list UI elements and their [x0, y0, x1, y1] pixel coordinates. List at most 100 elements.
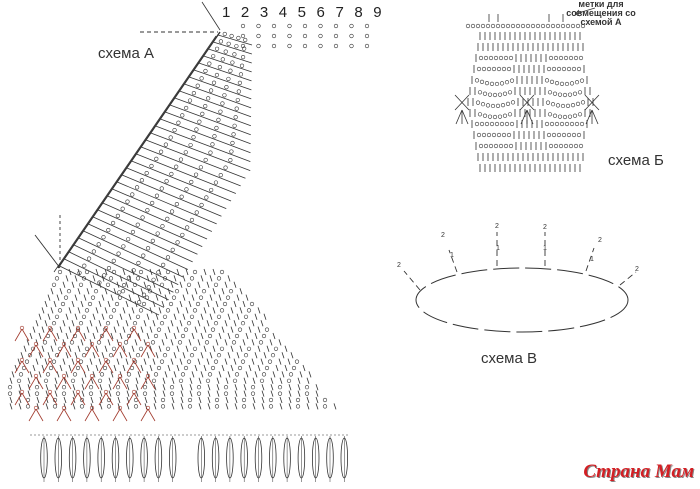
chain-stitch: [189, 276, 195, 281]
chain-stitch: [477, 112, 483, 117]
stitch-line: [146, 313, 150, 320]
chain-stitch: [207, 372, 213, 377]
chain-stitch: [548, 55, 554, 61]
stitch-line: [287, 358, 291, 365]
shell-motif: [91, 376, 100, 390]
stitch-line: [194, 288, 198, 295]
stitch-line: [92, 352, 96, 359]
chain-stitch: [505, 101, 511, 107]
stitch-line: [41, 345, 45, 352]
chain-stitch: [214, 46, 220, 51]
chain-stitch: [124, 378, 130, 383]
chain-stitch: [183, 327, 189, 332]
shell-motif: [42, 392, 51, 406]
stitch-line: [194, 326, 198, 333]
chain-stitch: [93, 289, 99, 294]
stitch-line: [180, 403, 184, 410]
stitch-line: [218, 371, 222, 378]
chain-stitch: [90, 295, 96, 300]
spoke-stitch: [585, 247, 595, 272]
chain-stitch: [574, 80, 580, 85]
stitch-line: [284, 364, 288, 372]
stitch-line: [140, 364, 144, 372]
shell-motif: [133, 328, 142, 342]
stitch-line: [41, 364, 45, 372]
chain-stitch: [216, 314, 222, 319]
stitch-line: [198, 396, 202, 404]
stitch-line: [185, 268, 189, 276]
chain-stitch: [502, 91, 508, 96]
chain-stitch: [97, 280, 102, 285]
stitch-line: [104, 268, 108, 276]
stitch-line: [9, 377, 13, 384]
chain-stitch: [106, 404, 112, 409]
chain-stitch: [99, 372, 105, 377]
chain-stitch: [87, 301, 93, 307]
chain-stitch: [502, 113, 508, 118]
chain-stitch: [544, 121, 550, 127]
chain-stitch: [218, 172, 223, 178]
stitch-line: [116, 339, 120, 346]
spoke-outer-label: 2: [495, 223, 499, 230]
stitch-line: [243, 377, 247, 384]
chain-stitch: [213, 282, 219, 287]
chain-stitch: [525, 23, 531, 29]
stitch-line: [128, 294, 132, 301]
stitch-line: [260, 320, 264, 327]
stitch-line: [74, 313, 78, 320]
chain-stitch: [489, 81, 495, 86]
chain-stitch: [530, 23, 536, 29]
shell-motif: [140, 376, 149, 390]
chain-stitch: [218, 109, 223, 114]
shell-motif: [119, 376, 128, 390]
chain-stitch: [540, 23, 546, 29]
stitch-line: [146, 275, 150, 282]
stitch-line: [140, 288, 144, 295]
chain-stitch: [86, 256, 92, 261]
shell-motif: [91, 344, 100, 358]
chain-stitch: [78, 321, 84, 326]
chain-stitch: [214, 72, 220, 78]
chain-stitch: [172, 128, 177, 133]
chain-stitch: [578, 143, 584, 149]
chain-stitch: [145, 246, 151, 251]
stitch-line: [11, 371, 15, 378]
chain-stitch: [81, 314, 87, 319]
chain-stitch: [475, 100, 481, 105]
chain-stitch: [552, 91, 558, 96]
chain-stitch: [115, 213, 120, 218]
stitch-line: [107, 339, 111, 346]
chain-stitch: [187, 404, 193, 409]
stitch-line: [162, 390, 166, 397]
chain-stitch: [237, 80, 242, 85]
stitch-line: [122, 364, 126, 372]
chain-stitch: [108, 353, 114, 358]
chain-stitch: [557, 92, 563, 97]
stitch-line: [137, 371, 141, 378]
chain-stitch: [504, 80, 510, 85]
chain-stitch: [287, 23, 292, 29]
stitch-line: [74, 275, 78, 282]
chain-stitch: [499, 121, 505, 127]
chain-stitch: [234, 44, 239, 49]
chain-stitch: [111, 258, 116, 264]
stitch-line: [170, 358, 174, 365]
shell-motif: [63, 344, 72, 358]
spoke-outer-label: 2: [543, 224, 547, 231]
stitch-line: [117, 377, 121, 384]
chain-stitch: [96, 340, 102, 345]
stitch-line: [189, 377, 193, 384]
stitch-line: [98, 281, 102, 288]
chain-stitch: [322, 404, 328, 409]
stitch-line: [251, 320, 255, 327]
stitch-line: [176, 307, 180, 314]
chain-stitch: [223, 391, 229, 396]
shell-motif-chain: [75, 325, 81, 331]
chain-stitch: [169, 171, 174, 177]
stitch-line: [86, 364, 90, 372]
chain-stitch: [560, 103, 566, 109]
chain-stitch: [501, 66, 507, 72]
shell-motif-chain: [89, 341, 95, 347]
stitch-line: [18, 384, 22, 391]
